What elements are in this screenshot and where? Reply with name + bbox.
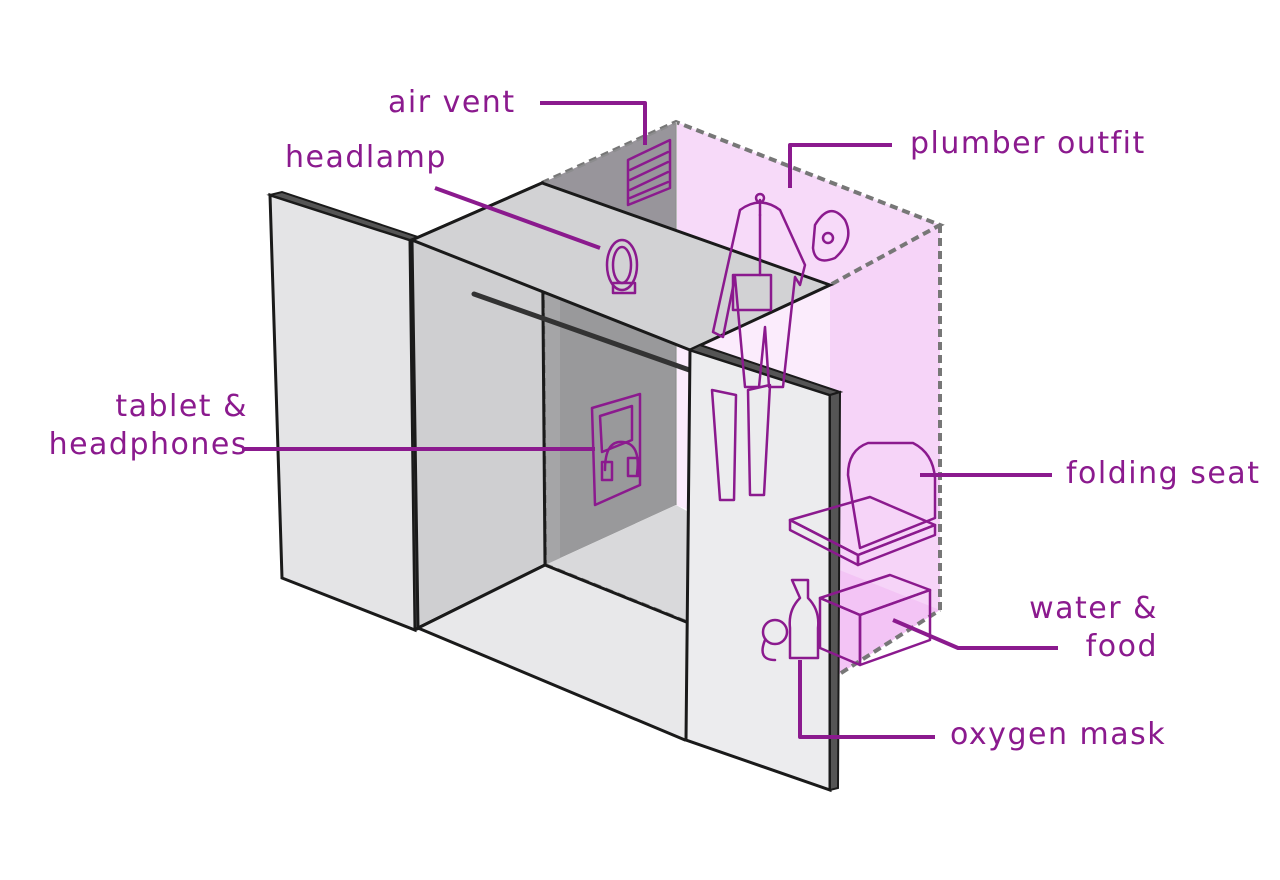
tablet-and-headphones-icon (590, 392, 642, 507)
oxygen-mask-leader-line (798, 660, 935, 739)
water-food-leader-line (892, 618, 1058, 650)
label-water-line1: water & (1029, 591, 1158, 626)
air-vent-icon (626, 138, 672, 207)
label-headlamp: headlamp (285, 140, 447, 175)
water-and-food-icon (818, 573, 932, 667)
label-water-food: water & food (960, 590, 1158, 666)
hanging-rod (471, 291, 698, 375)
plumber-outfit-leader-line (788, 143, 892, 188)
label-folding-seat: folding seat (1066, 456, 1261, 491)
headlamp-leader-line (434, 186, 601, 250)
oxygen-mask-icon (761, 578, 820, 662)
helmet-icon (811, 210, 850, 262)
label-oxygen-mask: oxygen mask (950, 717, 1167, 752)
right-door-panel (684, 343, 844, 793)
plumber-outfit-icon (710, 192, 807, 502)
left-side-panel (266, 190, 424, 633)
air-vent-leader-line (540, 101, 647, 145)
label-tablet-line1: tablet & (115, 389, 248, 424)
label-plumber-outfit: plumber outfit (910, 126, 1146, 161)
label-air-vent: air vent (388, 85, 516, 120)
headlamp-icon (605, 238, 639, 295)
label-water-line2: food (1085, 629, 1158, 664)
label-tablet-line2: headphones (48, 427, 248, 462)
folding-seat-icon (788, 441, 937, 567)
label-tablet-headphones: tablet & headphones (8, 388, 248, 464)
